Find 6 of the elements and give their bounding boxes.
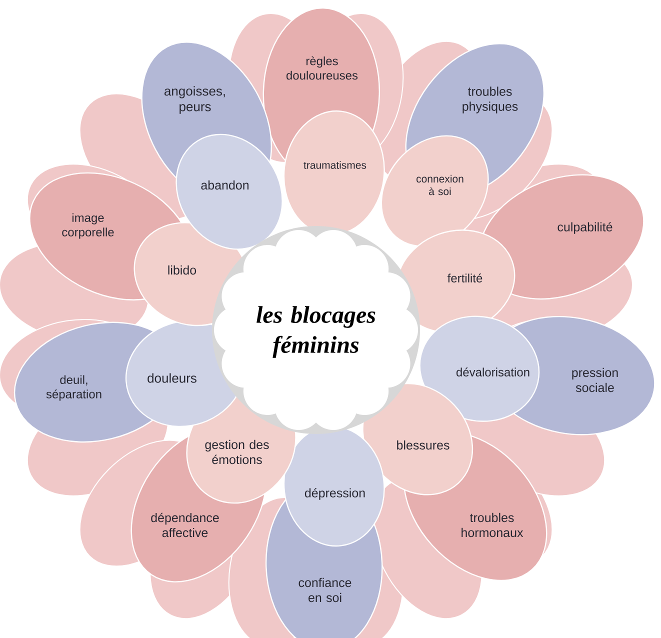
- flower-center: les blocages féminins: [212, 226, 420, 434]
- petal: dévalorisation: [419, 316, 540, 422]
- petal: connexion à soi: [380, 135, 489, 247]
- petal: dépression: [283, 426, 385, 547]
- petal: traumatismes: [283, 110, 385, 236]
- petal: abandon: [176, 134, 283, 250]
